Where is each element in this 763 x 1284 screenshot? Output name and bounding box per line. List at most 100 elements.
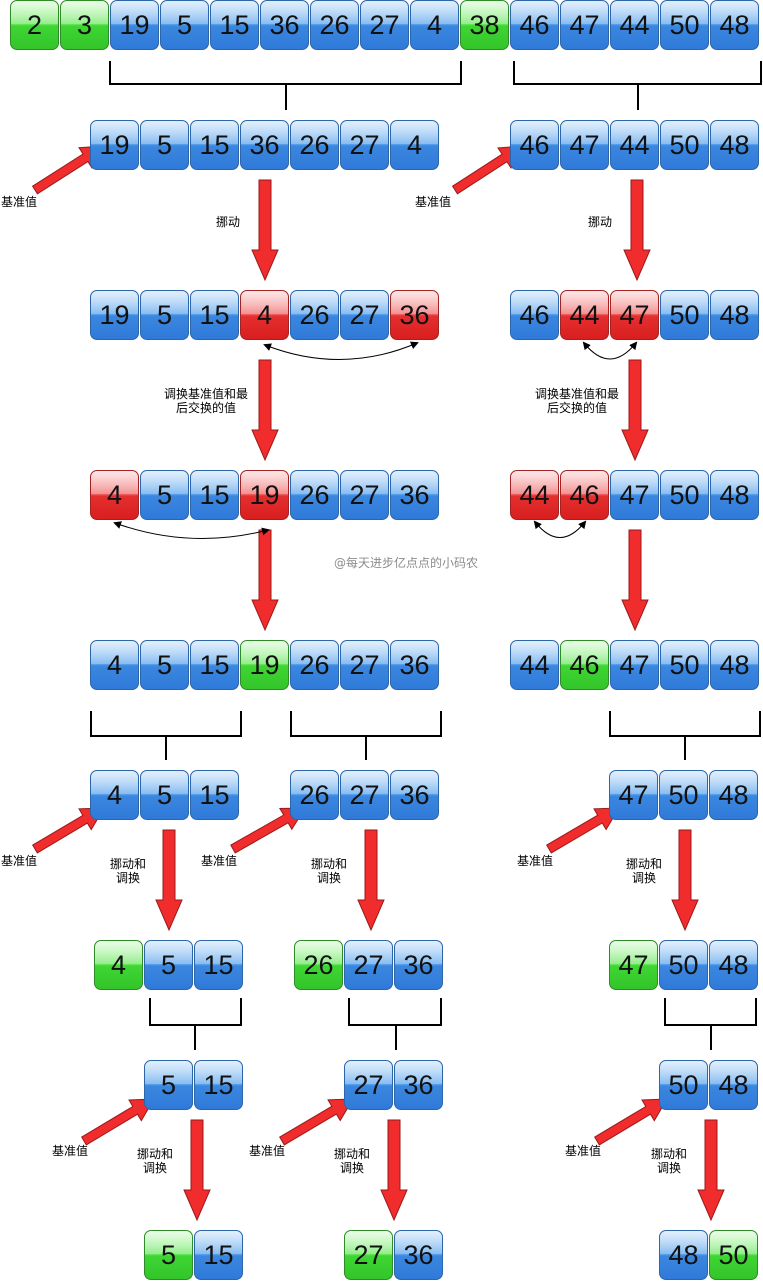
cell-value: 15 [203, 1069, 234, 1100]
cell-value: 27 [353, 1239, 384, 1270]
pivot-label: 基准值 [1, 854, 38, 868]
array-cell: 4 [90, 770, 139, 820]
down-arrow-icon [251, 359, 279, 462]
cell-value: 47 [619, 649, 650, 680]
move-swap-line-1: 挪动和 [334, 1147, 371, 1161]
array-cell: 46 [510, 290, 559, 340]
cell-value: 27 [349, 479, 380, 510]
move-swap-label: 挪动和 调换 [651, 1147, 687, 1175]
swap-curve-arrow [263, 341, 419, 360]
cell-value: 27 [349, 299, 380, 330]
swap-curve-arrow [533, 520, 587, 538]
move-swap-line-1: 挪动和 [626, 857, 663, 871]
array-cell: 48 [710, 470, 759, 520]
array-cell: 36 [390, 640, 439, 690]
cell-value: 36 [403, 1239, 434, 1270]
cell-value: 5 [156, 129, 173, 160]
array-cell: 5 [144, 1230, 193, 1280]
down-arrow-icon [183, 1119, 211, 1222]
array-cell: 50 [709, 1230, 758, 1280]
cell-value: 5 [160, 1239, 177, 1270]
array-cell: 15 [194, 1060, 243, 1110]
array-cell: 27 [344, 940, 393, 990]
cell-value: 36 [399, 779, 430, 810]
array-cell: 26 [290, 470, 339, 520]
array-cell: 15 [190, 290, 239, 340]
cell-value: 44 [519, 649, 550, 680]
swap-label-line-1: 调换基准值和最 [164, 387, 249, 401]
move-swap-line-2: 调换 [632, 871, 657, 885]
array-cell: 50 [659, 1060, 708, 1110]
down-arrow-icon [621, 529, 649, 632]
move-swap-line-1: 挪动和 [311, 857, 348, 871]
bracket-connector [513, 61, 762, 110]
array-cell: 47 [609, 940, 658, 990]
array-cell: 15 [194, 1230, 243, 1280]
cell-value: 19 [119, 9, 150, 40]
swap-label: 调换基准值和最 后交换的值 [535, 387, 619, 415]
down-arrow-icon [623, 179, 651, 282]
array-cell: 48 [709, 1060, 758, 1110]
cell-value: 15 [219, 9, 250, 40]
cell-value: 46 [569, 649, 600, 680]
pointer-arrow-icon [594, 1098, 668, 1146]
bracket-connector [664, 998, 757, 1050]
cell-value: 15 [203, 949, 234, 980]
array-cell: 27 [340, 470, 389, 520]
array-cell: 50 [659, 770, 708, 820]
pivot-label: 基准值 [517, 854, 554, 868]
cell-value: 4 [106, 479, 123, 510]
cell-value: 4 [106, 779, 123, 810]
cell-value: 5 [160, 949, 177, 980]
array-cell: 26 [290, 290, 339, 340]
move-swap-line-2: 调换 [657, 1161, 682, 1175]
array-cell: 47 [560, 0, 609, 50]
cell-value: 27 [349, 649, 380, 680]
cell-value: 26 [299, 299, 330, 330]
cell-value: 27 [353, 949, 384, 980]
array-cell: 44 [560, 290, 609, 340]
cell-value: 48 [718, 949, 749, 980]
array-cell: 26 [290, 770, 339, 820]
bracket-connector [348, 998, 442, 1050]
pivot-label: 基准值 [201, 854, 238, 868]
array-cell: 5 [144, 1060, 193, 1110]
array-cell: 50 [660, 640, 709, 690]
cell-value: 26 [299, 129, 330, 160]
move-swap-line-2: 调换 [116, 871, 141, 885]
cell-value: 19 [249, 479, 280, 510]
cell-value: 5 [156, 299, 173, 330]
cell-value: 27 [349, 779, 380, 810]
down-arrow-icon [155, 829, 183, 932]
swap-curve-arrow [582, 341, 638, 360]
array-cell: 47 [610, 470, 659, 520]
move-swap-line-2: 调换 [143, 1161, 168, 1175]
down-arrow-icon [251, 529, 279, 632]
array-cell: 15 [210, 0, 259, 50]
cell-value: 48 [719, 9, 750, 40]
array-cell: 44 [510, 470, 559, 520]
move-swap-line-2: 调换 [317, 871, 342, 885]
cell-value: 36 [399, 649, 430, 680]
array-cell: 48 [710, 0, 759, 50]
swap-label-line-2: 后交换的值 [176, 401, 237, 415]
array-cell: 19 [90, 120, 139, 170]
array-cell: 47 [610, 640, 659, 690]
array-cell: 4 [90, 640, 139, 690]
cell-value: 15 [199, 299, 230, 330]
watermark-text: @每天进步亿点点的小码农 [334, 556, 479, 570]
cell-value: 27 [369, 9, 400, 40]
move-swap-line-1: 挪动和 [110, 857, 147, 871]
cell-value: 46 [519, 299, 550, 330]
array-cell: 5 [140, 470, 189, 520]
array-cell: 36 [394, 1060, 443, 1110]
cell-value: 36 [269, 9, 300, 40]
array-cell: 48 [709, 770, 758, 820]
cell-value: 46 [569, 479, 600, 510]
swap-label-line-2: 后交换的值 [547, 401, 608, 415]
move-label: 挪动 [216, 215, 241, 229]
bracket-connector [149, 998, 242, 1050]
bracket-connector [609, 711, 761, 760]
array-cell: 48 [710, 120, 759, 170]
cell-value: 44 [569, 299, 600, 330]
